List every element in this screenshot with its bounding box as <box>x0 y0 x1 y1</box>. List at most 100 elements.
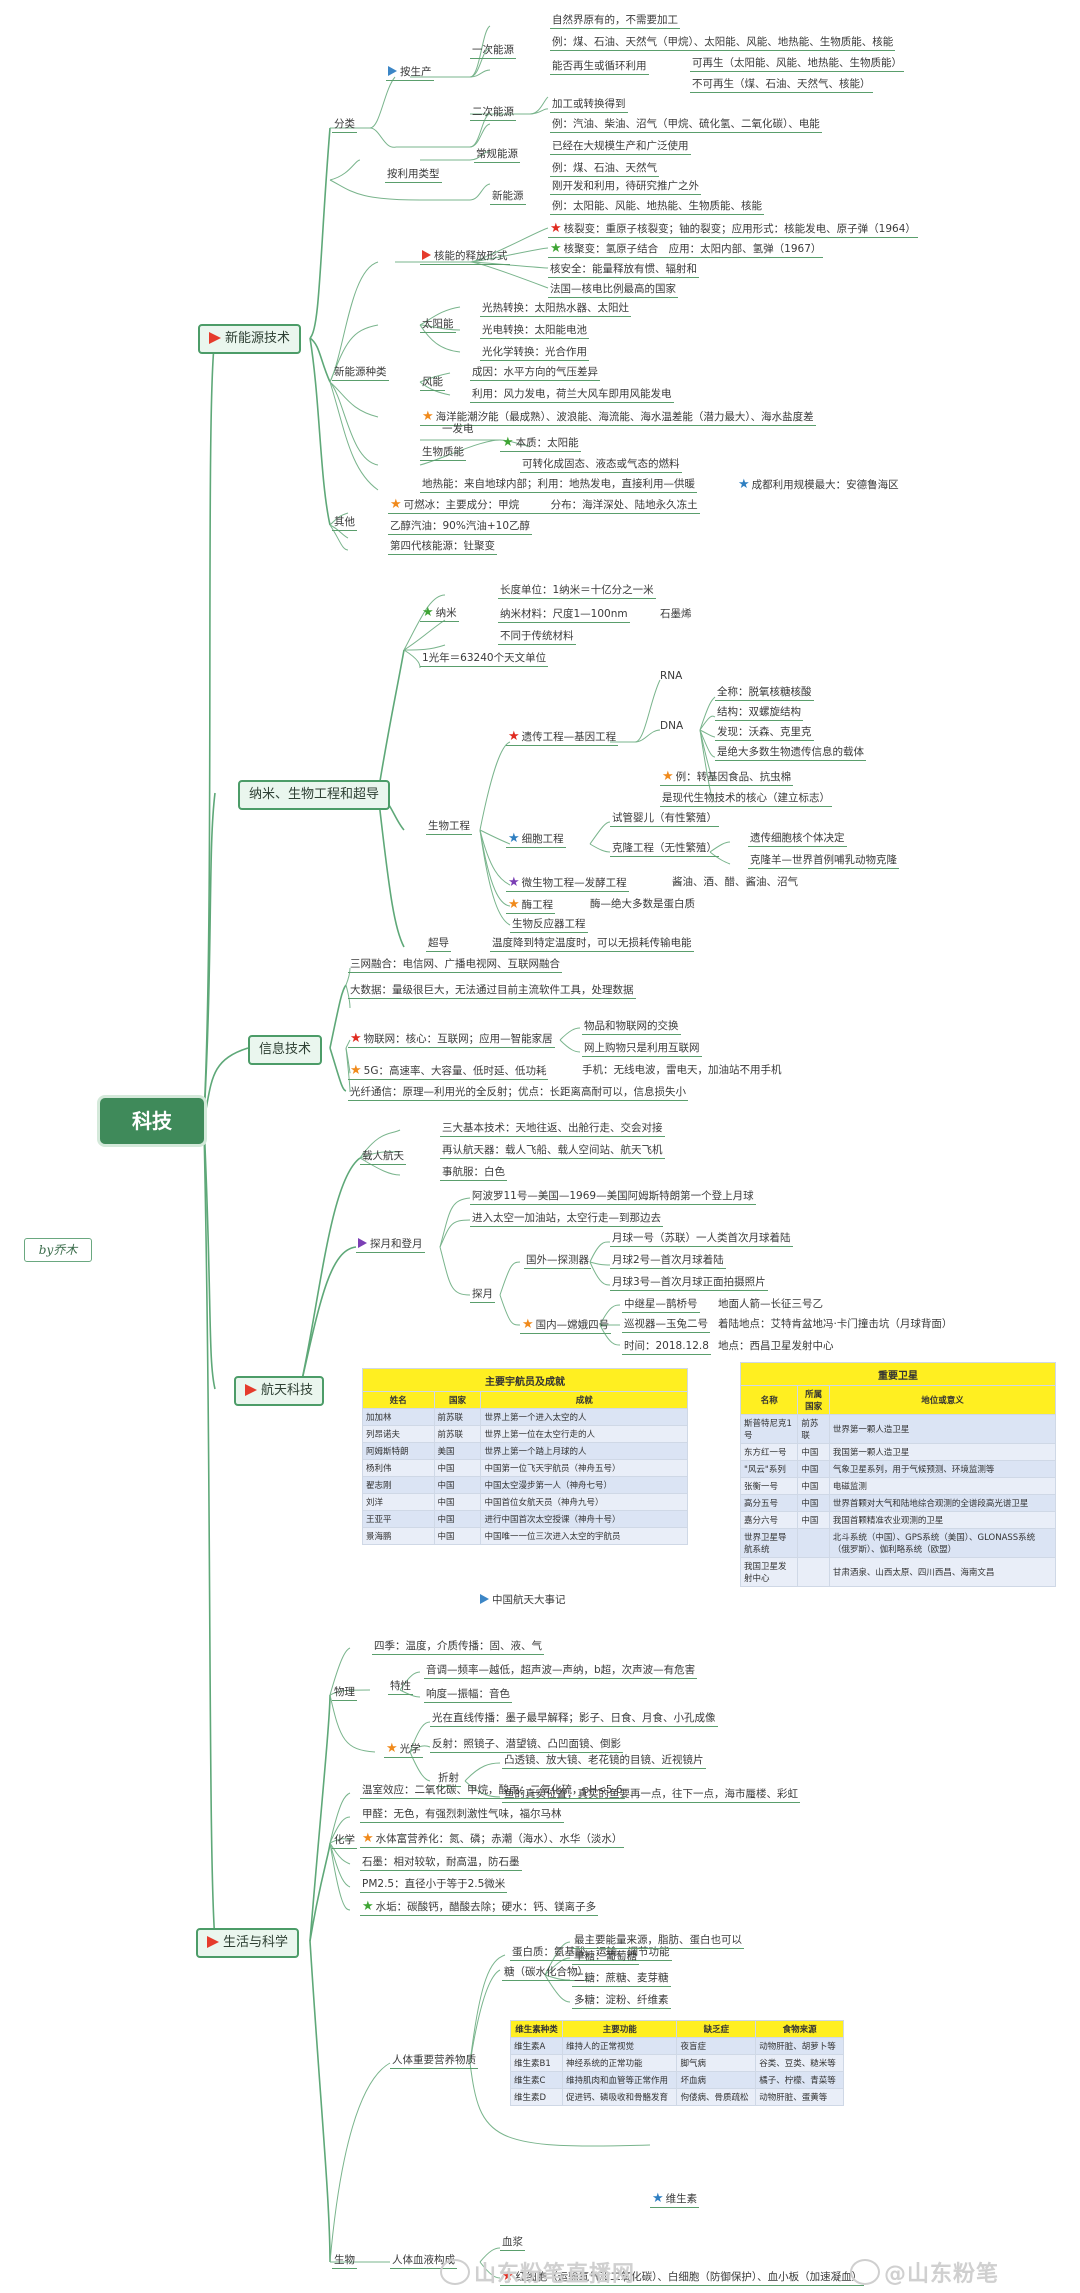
purple-star-icon: ★ <box>508 875 520 890</box>
node-changgui-2: 例：煤、石油、天然气 <box>550 162 659 177</box>
satellite-row: 斯普特尼克1号前苏联世界第一颗人造卫星 <box>739 1414 1057 1444</box>
satellite-cell: 中国 <box>797 1494 830 1512</box>
node-namie: ★纳米 <box>420 605 459 622</box>
astronaut-cell: 世界上第一个踏上月球的人 <box>480 1442 688 1460</box>
satellite-table-caption: 重要卫星 <box>740 1362 1056 1386</box>
node-ty-1: 光热转换：太阳热水器、太阳灶 <box>480 302 631 317</box>
satellite-cell: 中国 <box>797 1511 830 1529</box>
node-he-shifang: 核能的释放形式 <box>420 250 510 265</box>
astronaut-header: 成就 <box>480 1391 688 1409</box>
satellite-cell: 世界卫星导航系统 <box>739 1528 799 1558</box>
red-star-icon: ★ <box>350 1031 362 1046</box>
orange-star-icon: ★ <box>662 769 674 784</box>
weibo-icon <box>440 2259 470 2285</box>
node-gn-1: 中继星—鹊桥号 <box>622 1298 700 1313</box>
orange-star-icon: ★ <box>422 409 434 424</box>
weibo-icon <box>850 2259 880 2285</box>
vitamin-cell: 动物肝脏、胡萝卜等 <box>755 2037 844 2055</box>
branch-nano-bio[interactable]: 纳米、生物工程和超导 <box>238 780 391 810</box>
node-yici: 一次能源 <box>470 44 516 59</box>
vitamin-header: 维生素种类 <box>510 2020 563 2038</box>
node-info-3b: 网上购物只是利用互联网 <box>582 1042 702 1057</box>
astronaut-cell: 阿姆斯特朗 <box>362 1442 435 1460</box>
node-xb-1: 试管婴儿（有性繁殖） <box>610 812 719 827</box>
node-gn-2: 巡视器—玉兔二号 <box>622 1318 710 1333</box>
node-tang-0: 最主要能量来源，脂肪、蛋白也可以 <box>572 1934 744 1949</box>
node-info-2: 大数据：量级很巨大，无法通过目前主流软件工具，处理数据 <box>348 984 636 999</box>
green-star-icon: ★ <box>422 605 434 620</box>
node-jiyin: ★遗传工程—基因工程 <box>506 729 619 746</box>
node-rna: RNA <box>660 670 683 682</box>
satellite-row: 世界卫星导航系统北斗系统（中国）、GPS系统（美国）、GLONASS系统（俄罗斯… <box>739 1528 1057 1558</box>
astronaut-row: 杨利伟中国中国第一位飞天宇航员（神舟五号） <box>362 1459 688 1477</box>
satellite-cell: 中国 <box>797 1477 830 1495</box>
branch-info-tech[interactable]: 信息技术 <box>248 1035 323 1065</box>
node-events[interactable]: 中国航天大事记 <box>480 1594 566 1607</box>
branch-new-energy[interactable]: 新能源技术 <box>198 324 302 354</box>
blue-star-icon: ★ <box>738 477 750 492</box>
astronaut-table: 主要宇航员及成就 姓名国家成就 加加林前苏联世界上第一个进入太空的人列昂诺夫前苏… <box>362 1368 688 1545</box>
node-hx-2: 甲醛：无色，有强烈刺激性气味，福尔马林 <box>360 1808 564 1823</box>
node-nm-1: 长度单位：1纳米＝十亿分之一米 <box>498 584 656 599</box>
astronaut-header: 姓名 <box>362 1391 435 1409</box>
node-yici-3: 能否再生或循环利用 <box>550 60 649 75</box>
astronaut-cell: 美国 <box>433 1442 482 1460</box>
node-zs-1: 凸透镜、放大镜、老花镜的目镜、近视镜片 <box>502 1754 706 1769</box>
node-wl-1: 四季：温度，介质传播：固、液、气 <box>372 1640 544 1655</box>
node-tx-1: 音调—频率—越低，超声波—声纳，b超，次声波—有危害 <box>424 1664 698 1679</box>
satellite-cell: 中国 <box>797 1460 830 1478</box>
orange-star-icon: ★ <box>386 1741 398 1756</box>
astronaut-header: 国家 <box>433 1391 482 1409</box>
node-zr-2: 再认航天器：载人飞船、载人空间站、航天飞机 <box>440 1144 665 1159</box>
node-gw-3: 月球3号—首次月球正面拍摄照片 <box>610 1276 768 1291</box>
node-erci-2: 例：汽油、柴油、沼气（甲烷、硫化氢、二氧化碳）、电能 <box>550 118 822 133</box>
astronaut-cell: 进行中国首次太空授课（神舟十号） <box>480 1510 688 1528</box>
vitamin-cell: 佝偻病、骨质疏松 <box>676 2088 757 2106</box>
node-chaoxi: ★成都利用规模最大：安德鲁海区 <box>738 477 899 492</box>
node-guonei: ★国内—嫦娥四号 <box>520 1317 612 1334</box>
astronaut-cell: 中国 <box>433 1476 482 1494</box>
node-feng: 风能 <box>420 376 445 391</box>
vitamin-cell: 维持肌肉和血管等正常作用 <box>561 2071 678 2089</box>
astronaut-cell: 前苏联 <box>433 1425 482 1443</box>
node-zai-1: 可再生（太阳能、风能、地热能、生物质能） <box>690 57 904 72</box>
astronaut-cell: 中国太空漫步第一人（神舟七号） <box>480 1476 688 1494</box>
satellite-cell <box>797 1557 830 1587</box>
branch-life-science[interactable]: 生活与科学 <box>196 1928 300 1958</box>
node-qita: 其他 <box>332 516 357 531</box>
astronaut-row: 翟志刚中国中国太空漫步第一人（神舟七号） <box>362 1476 688 1494</box>
branch-space[interactable]: 航天科技 <box>234 1376 325 1406</box>
node-gn-1b: 地面人箭—长征三号乙 <box>718 1298 823 1310</box>
astronaut-table-caption: 主要宇航员及成就 <box>362 1368 688 1392</box>
red-star-icon: ★ <box>502 2269 514 2284</box>
satellite-cell: 气象卫星系列，用于气候预测、环境监测等 <box>828 1460 1057 1478</box>
red-star-icon: ★ <box>550 221 562 236</box>
node-benyue: 探月和登月 <box>356 1238 425 1253</box>
astronaut-cell: 中国 <box>433 1527 482 1545</box>
node-xinneng-1: 刚开发和利用，待研究推广之外 <box>550 180 701 195</box>
node-taiyang: 太阳能 <box>420 318 456 333</box>
red-star-icon: ★ <box>508 729 520 744</box>
node-gx-1: 光在直线传播：墨子最早解释；影子、日食、月食、小孔成像 <box>430 1712 718 1727</box>
node-nm-2b: 石墨烯 <box>660 608 692 620</box>
green-star-icon: ★ <box>362 1899 374 1914</box>
satellite-table: 重要卫星 名称所属国家地位或意义 斯普特尼克1号前苏联世界第一颗人造卫星东方红一… <box>739 1362 1057 1587</box>
satellite-cell: 高分五号 <box>739 1494 799 1512</box>
node-shengwufanying: 生物反应器工程 <box>510 918 588 933</box>
node-shengwu: 生物质能 <box>420 446 466 461</box>
astronaut-cell: 列昂诺夫 <box>362 1425 435 1443</box>
node-zheshe: 折射 <box>436 1772 461 1787</box>
astronaut-cell: 刘洋 <box>362 1493 435 1511</box>
satellite-cell: 我国第一颗人造卫星 <box>828 1443 1057 1461</box>
node-shengwu: 生物 <box>332 2254 357 2269</box>
satellite-header: 所属国家 <box>797 1385 830 1415</box>
node-erci: 二次能源 <box>470 106 516 121</box>
node-guowai: 国外—探测器 <box>524 1254 591 1269</box>
node-gn-3b: 地点：西昌卫星发射中心 <box>718 1340 834 1352</box>
node-feng-2: 利用：风力发电，荷兰大风车即用风能发电 <box>470 388 674 403</box>
node-guangxue: ★光学 <box>384 1741 423 1758</box>
